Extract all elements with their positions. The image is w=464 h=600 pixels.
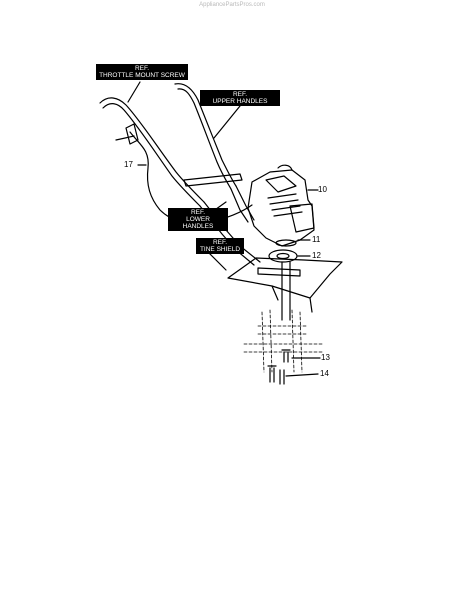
- lower-handle-right: [235, 185, 255, 221]
- ref-line: REF.: [190, 209, 206, 216]
- leader-upper-handles: [213, 105, 241, 139]
- upper-handle-left-inner: [102, 103, 201, 207]
- part-number-14: 14: [320, 369, 329, 378]
- leader-throttle-mount-screw: [127, 81, 141, 103]
- ref-text: UPPER HANDLES: [212, 98, 268, 105]
- gasket-11: [275, 239, 297, 247]
- throttle-lever-arm: [115, 135, 135, 141]
- part-number-12: 12: [312, 251, 321, 260]
- upper-handle-right-inner: [177, 88, 232, 190]
- watermark-text: AppliancePartsPros.com: [199, 2, 265, 8]
- bolt-14-a: [267, 365, 277, 383]
- part-number-13: 13: [321, 353, 330, 362]
- ref-text: TINE SHIELD: [199, 246, 241, 253]
- tines-outline: [243, 309, 323, 373]
- ref-label-upper-handles: REF. UPPER HANDLES: [200, 90, 280, 106]
- ref-label-lower-handles: REF. LOWER HANDLES: [168, 208, 228, 231]
- part-number-11: 11: [312, 235, 321, 244]
- upper-handle-left: [99, 97, 205, 203]
- engine-body: [247, 169, 315, 247]
- ref-line: REF.: [232, 91, 248, 98]
- engine-cap: [277, 164, 293, 171]
- bolt-13: [281, 349, 291, 363]
- gear-housing-12: [268, 249, 298, 263]
- ref-label-throttle-mount-screw: REF. THROTTLE MOUNT SCREW: [96, 64, 188, 80]
- lower-handle-right-inner: [230, 188, 249, 223]
- tine-shield: [227, 257, 343, 299]
- engine-top: [265, 175, 297, 193]
- throttle-lever: [125, 123, 139, 145]
- handle-crossbar: [183, 173, 243, 187]
- engine-tank: [289, 203, 315, 233]
- ref-line: REF.: [134, 65, 150, 72]
- drive-shaft: [281, 261, 291, 321]
- part-number-10: 10: [318, 185, 327, 194]
- ref-text: LOWER HANDLES: [182, 216, 214, 230]
- ref-label-tine-shield: REF. TINE SHIELD: [196, 238, 244, 254]
- ref-text: THROTTLE MOUNT SCREW: [99, 72, 185, 79]
- ref-line: REF.: [212, 239, 228, 246]
- leader-14: [285, 373, 319, 377]
- bolt-14-b: [279, 369, 285, 385]
- part-number-17: 17: [124, 160, 133, 169]
- engine-fins: [267, 193, 303, 217]
